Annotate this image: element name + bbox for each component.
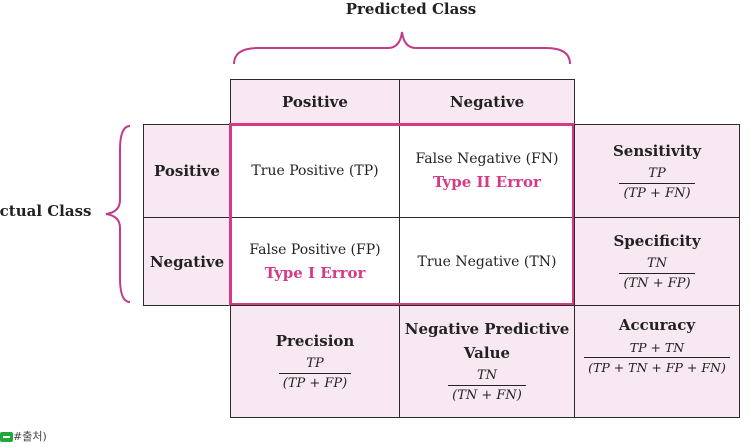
col-header-positive: Positive: [230, 79, 400, 125]
col-header-negative-text: Negative: [449, 93, 525, 111]
npv-cell: Negative Predictive Value TN (TN + FN): [399, 305, 575, 418]
npv-title-line1: Negative Predictive: [404, 320, 570, 338]
accuracy-denominator: (TP + TN + FP + FN): [584, 357, 730, 375]
row-header-positive: Positive: [143, 124, 231, 218]
link-icon: [0, 432, 13, 442]
specificity-denominator: (TN + FP): [619, 273, 695, 291]
accuracy-title: Accuracy: [618, 316, 696, 334]
npv-numerator: TN: [476, 368, 498, 383]
sensitivity-numerator: TP: [648, 165, 666, 181]
tn-text: True Negative (TN): [417, 253, 557, 270]
predicted-class-label: Predicted Class: [345, 0, 477, 18]
npv-title-line2: Value: [463, 344, 511, 362]
accuracy-numerator: TP + TN: [629, 340, 685, 355]
actual-class-brace: [105, 125, 131, 303]
sensitivity-title: Sensitivity: [612, 141, 702, 160]
actual-class-label: Actual Class: [0, 202, 92, 220]
row-header-negative: Negative: [143, 217, 231, 306]
col-header-negative: Negative: [399, 79, 575, 125]
precision-formula: TP (TP + FP): [278, 356, 352, 391]
fp-text: False Positive (FP): [249, 241, 381, 258]
specificity-formula: TN (TN + FP): [619, 256, 695, 291]
source-note[interactable]: #출처): [0, 428, 47, 444]
sensitivity-formula: TP (TP + FN): [619, 165, 695, 201]
accuracy-cell: Accuracy TP + TN (TP + TN + FP + FN): [574, 305, 740, 418]
row-header-positive-text: Positive: [154, 162, 220, 180]
specificity-cell: Specificity TN (TN + FP): [574, 217, 740, 306]
row-header-negative-text: Negative: [149, 252, 225, 271]
core-matrix-highlight: [229, 123, 575, 306]
tp-text: True Positive (TP): [251, 163, 379, 179]
col-header-positive-text: Positive: [282, 93, 348, 111]
accuracy-formula: TP + TN (TP + TN + FP + FN): [584, 340, 730, 375]
sensitivity-denominator: (TP + FN): [619, 182, 695, 201]
source-text: #출처): [13, 430, 47, 443]
sensitivity-cell: Sensitivity TP (TP + FN): [574, 124, 740, 218]
specificity-numerator: TN: [646, 256, 668, 271]
precision-title: Precision: [275, 332, 355, 350]
specificity-title: Specificity: [613, 232, 701, 250]
precision-denominator: (TP + FP): [278, 373, 352, 391]
cell-false-negative: False Negative (FN) Type II Error: [399, 124, 575, 218]
precision-cell: Precision TP (TP + FP): [230, 305, 400, 418]
npv-denominator: (TN + FN): [448, 385, 526, 403]
fn-text: False Negative (FN): [415, 151, 559, 167]
type-i-error: Type I Error: [264, 263, 366, 282]
cell-true-negative: True Negative (TN): [399, 217, 575, 306]
npv-formula: TN (TN + FN): [448, 368, 526, 403]
predicted-class-brace: [233, 31, 571, 65]
precision-numerator: TP: [306, 356, 324, 371]
cell-true-positive: True Positive (TP): [230, 124, 400, 218]
type-ii-error: Type II Error: [433, 173, 541, 191]
